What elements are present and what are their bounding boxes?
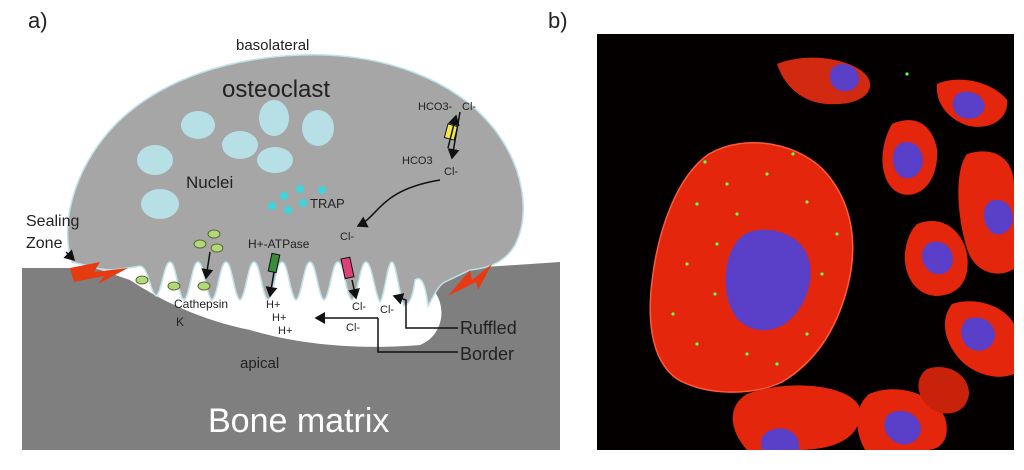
sealing-zone-left-seal <box>70 262 128 284</box>
nucleus <box>259 100 289 136</box>
h-atpase-label: H+-ATPase <box>248 237 310 251</box>
exchanger-arrow-out <box>447 114 460 149</box>
nucleus <box>302 110 334 146</box>
apical-label: apical <box>240 355 279 372</box>
mid-right-cell-nucleus <box>922 241 953 275</box>
bottom-left-cell-nucleus <box>760 428 799 450</box>
lacuna-cl-label: Cl- <box>346 322 360 334</box>
trap-label: TRAP <box>310 196 345 211</box>
green-puncta <box>671 72 909 366</box>
basolateral-label: basolateral <box>236 37 309 54</box>
osteoclast-diagram: basolateral osteoclast Nuclei TRAP HCO3-… <box>22 37 560 450</box>
panel-b-label: b) <box>548 8 568 33</box>
inner-cl-label: Cl- <box>340 231 354 243</box>
upper-cell-nucleus <box>829 63 859 92</box>
nucleus <box>181 111 215 139</box>
sealing-zone-label-2: Zone <box>26 235 63 252</box>
nucleus <box>222 131 258 159</box>
proton-label: H+ <box>266 299 280 311</box>
exchanger-hco3-in-label: HCO3 <box>402 155 433 167</box>
nucleus <box>257 147 293 173</box>
sealing-zone-arrow <box>63 249 76 262</box>
nucleus <box>137 145 173 175</box>
osteoclast-cell <box>66 54 524 309</box>
exchanger-cl-in-label: Cl- <box>444 166 458 178</box>
sealing-zone-right-seal <box>448 264 492 296</box>
h-atpase-pump <box>267 252 281 274</box>
right-middle-cell-nucleus <box>961 317 995 351</box>
chloride-channel <box>340 256 355 280</box>
far-right-cell-nucleus <box>983 200 1013 235</box>
exchanger-cl-out-label: Cl- <box>462 101 476 113</box>
cathepsin-label-1: Cathepsin <box>174 297 228 311</box>
resorption-lacuna <box>130 280 442 347</box>
sealing-zone-label-1: Sealing <box>26 213 79 230</box>
lower-right-cell-cytoplasm <box>918 366 969 414</box>
lacuna-cl-label: Cl- <box>380 304 394 316</box>
bottom-right-cell-nucleus <box>884 410 921 445</box>
right-cell-nucleus <box>892 142 923 179</box>
proton-label: H+ <box>278 325 292 337</box>
ruffled-border-label-1: Ruffled <box>460 318 517 338</box>
exchanger-arrow-in <box>447 111 461 160</box>
ruffled-border-pointer-1 <box>392 293 458 329</box>
h-atpase-arrow <box>265 271 278 298</box>
trap-dots <box>268 185 326 214</box>
exchanger-hco3-out-label: HCO3- <box>418 101 453 113</box>
bottom-left-cell-cytoplasm <box>732 385 861 450</box>
top-right-cell-nucleus <box>952 91 985 119</box>
nuclei-group <box>137 100 334 219</box>
cathepsin-vesicles <box>135 229 224 291</box>
osteoclast-label: osteoclast <box>222 76 330 103</box>
ruffled-border-pointer-2 <box>377 318 458 353</box>
cathepsin-label-2: K <box>176 315 184 329</box>
proton-label: H+ <box>272 312 286 324</box>
nuclei-label: Nuclei <box>186 173 233 192</box>
bone-matrix-label: Bone matrix <box>208 402 389 440</box>
ruffled-border-label-2: Border <box>460 344 514 364</box>
cathepsin-arrow <box>201 251 214 280</box>
chloride-transport-arrow <box>356 179 441 228</box>
main-nucleus <box>725 229 811 331</box>
chloride-channel-arrow <box>348 279 360 300</box>
lacuna-cl-label: Cl- <box>352 301 366 313</box>
fluorescence-micrograph <box>597 34 1014 450</box>
nucleus <box>141 189 179 219</box>
panel-a-label: a) <box>28 8 48 33</box>
